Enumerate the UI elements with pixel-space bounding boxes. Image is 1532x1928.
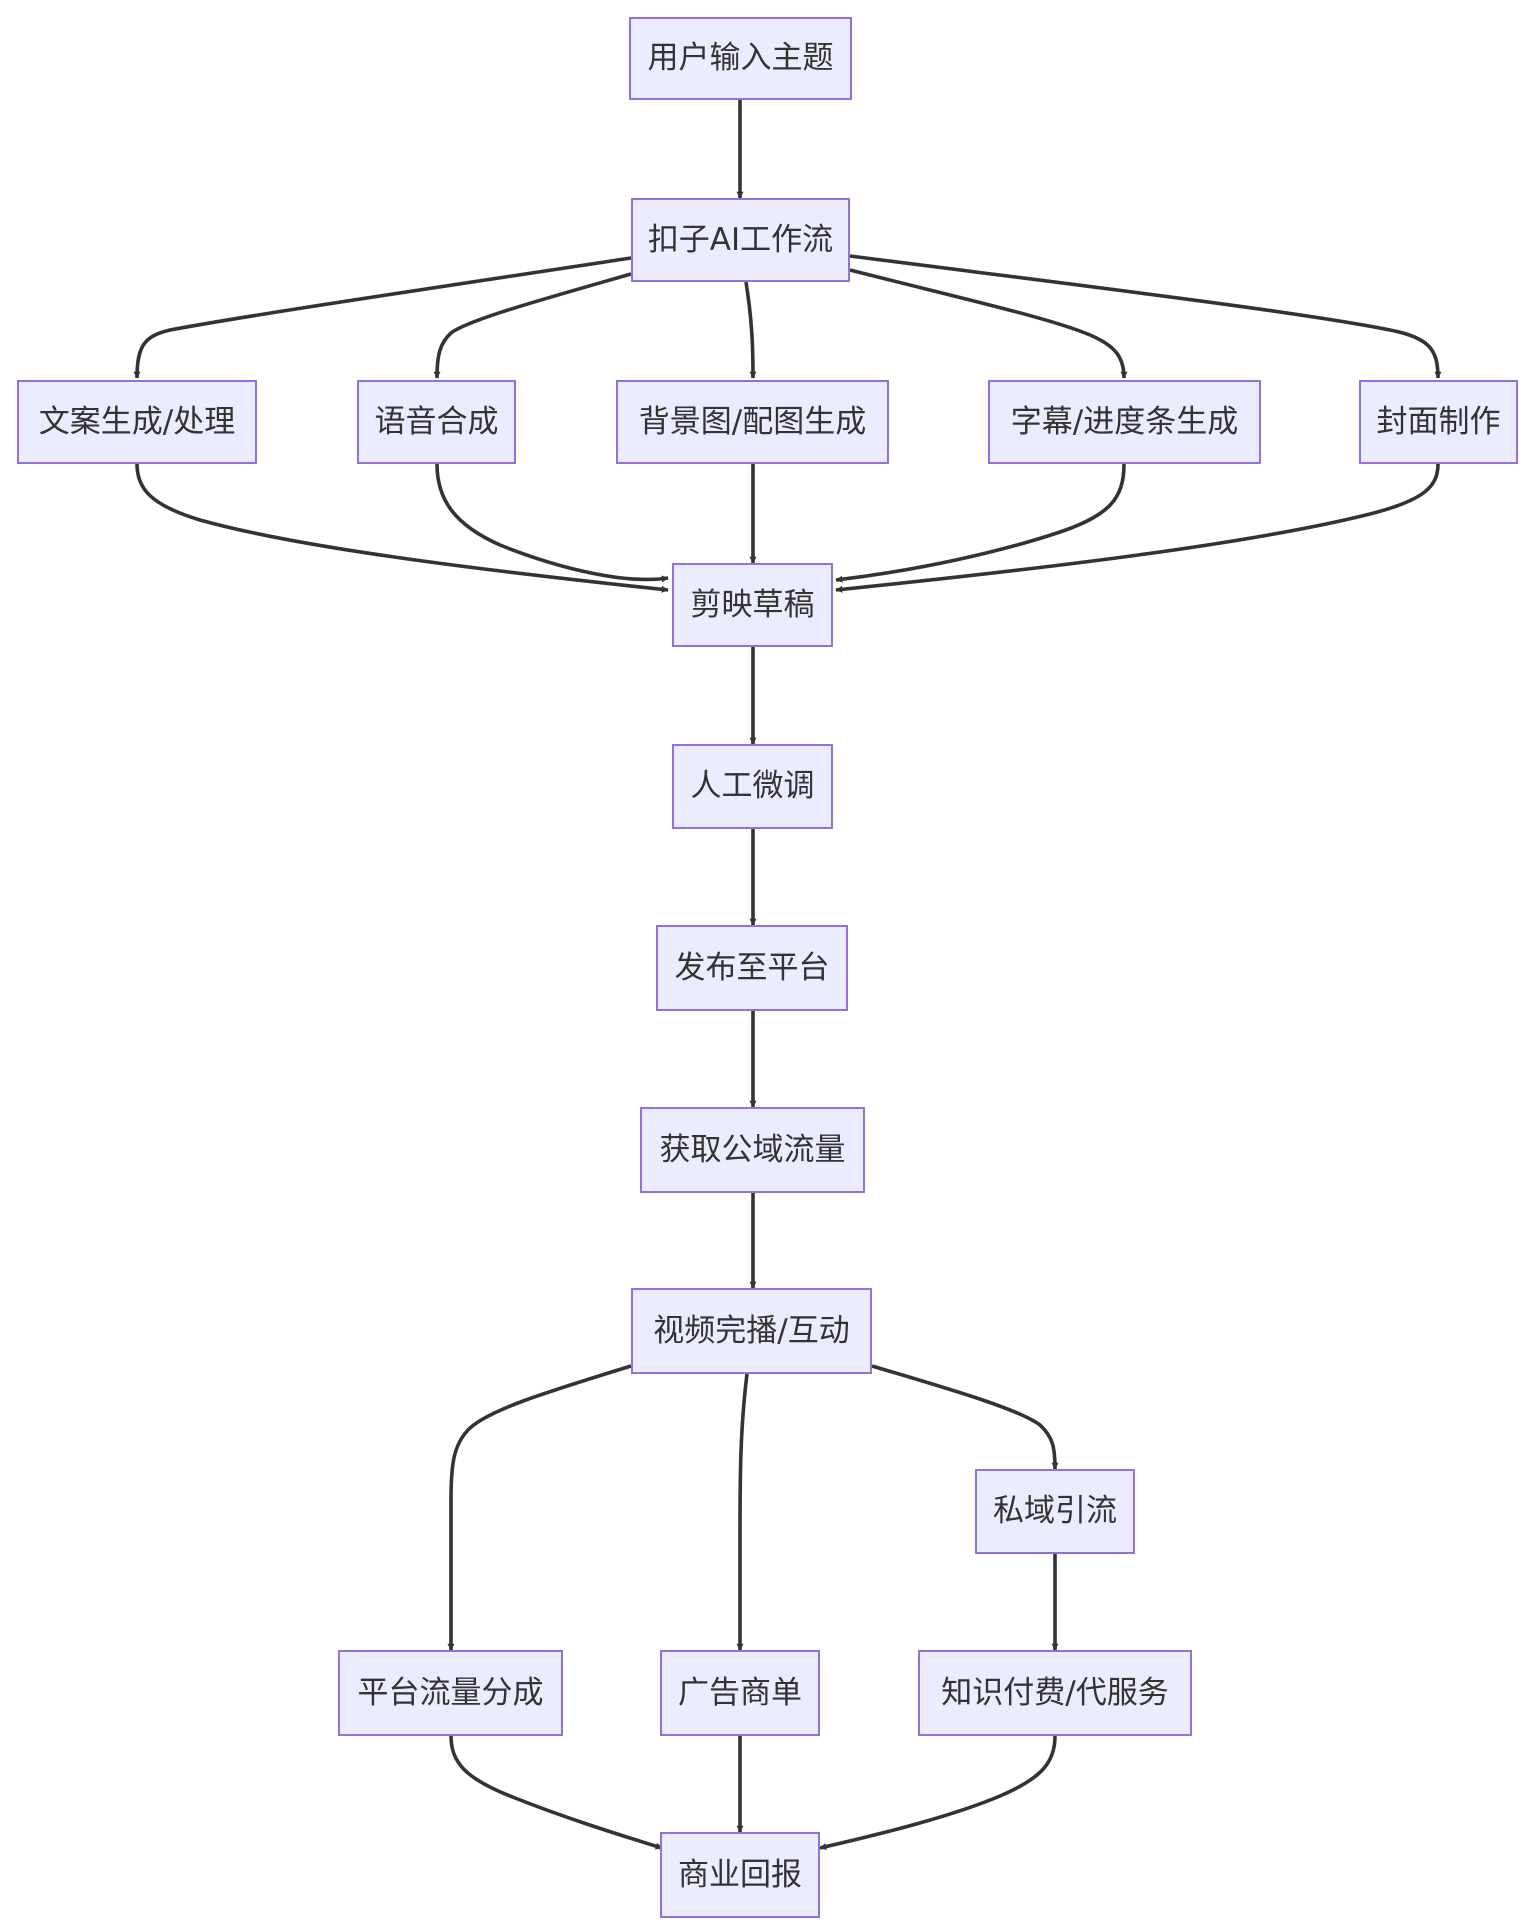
edge-copywriting-draft: [135, 463, 669, 593]
node-input: 用户输入主题: [629, 17, 852, 100]
node-tuning: 人工微调: [672, 744, 833, 829]
node-traffic-label: 获取公域流量: [659, 1131, 846, 1168]
edge-cover-draft: [835, 463, 1440, 593]
node-image: 背景图/配图生成: [616, 380, 889, 464]
node-draft: 剪映草稿: [672, 563, 833, 647]
edge-revenue-share-return: [449, 1735, 663, 1850]
node-subtitle-label: 字幕/进度条生成: [1010, 403, 1239, 440]
node-cover-label: 封面制作: [1376, 403, 1501, 440]
edge-engagement-revenue-share: [447, 1364, 632, 1651]
node-voice: 语音合成: [357, 380, 516, 464]
node-tuning-label: 人工微调: [690, 768, 815, 804]
node-return-label: 商业回报: [678, 1856, 802, 1893]
node-subtitle: 字幕/进度条生成: [988, 380, 1261, 464]
edge-voice-draft: [435, 463, 669, 583]
node-image-label: 背景图/配图生成: [638, 403, 867, 440]
edge-workflow-cover: [849, 254, 1442, 379]
node-voice-label: 语音合成: [374, 403, 499, 440]
node-workflow: 扣子AI工作流: [631, 198, 850, 282]
node-copywriting: 文案生成/处理: [17, 380, 257, 464]
edge-engagement-ads: [736, 1373, 749, 1651]
node-ads: 广告商单: [660, 1650, 820, 1736]
node-paid-label: 知识付费/代服务: [941, 1674, 1169, 1711]
node-publish-label: 发布至平台: [674, 949, 830, 986]
edge-paid-return: [819, 1735, 1057, 1851]
node-ads-label: 广告商单: [678, 1674, 802, 1711]
edge-workflow-image: [744, 281, 757, 379]
edge-subtitle-draft: [835, 463, 1126, 583]
node-return: 商业回报: [660, 1832, 820, 1918]
node-workflow-label: 扣子AI工作流: [647, 221, 834, 258]
node-engagement-label: 视频完播/互动: [653, 1312, 850, 1349]
node-traffic: 获取公域流量: [640, 1107, 865, 1193]
edge-workflow-copywriting: [133, 256, 632, 379]
node-draft-label: 剪映草稿: [690, 586, 815, 623]
node-input-label: 用户输入主题: [647, 40, 834, 76]
node-private-label: 私域引流: [993, 1493, 1117, 1529]
node-revenue-share: 平台流量分成: [338, 1650, 563, 1736]
node-engagement: 视频完播/互动: [631, 1288, 872, 1374]
node-cover: 封面制作: [1359, 380, 1518, 464]
node-private: 私域引流: [975, 1469, 1135, 1554]
node-publish: 发布至平台: [656, 925, 848, 1011]
edge-workflow-voice: [433, 272, 632, 379]
node-paid: 知识付费/代服务: [918, 1650, 1192, 1736]
edge-workflow-subtitle: [849, 268, 1128, 379]
node-revenue-share-label: 平台流量分成: [357, 1674, 544, 1711]
edge-engagement-private: [871, 1364, 1059, 1470]
node-copywriting-label: 文案生成/处理: [38, 403, 236, 440]
